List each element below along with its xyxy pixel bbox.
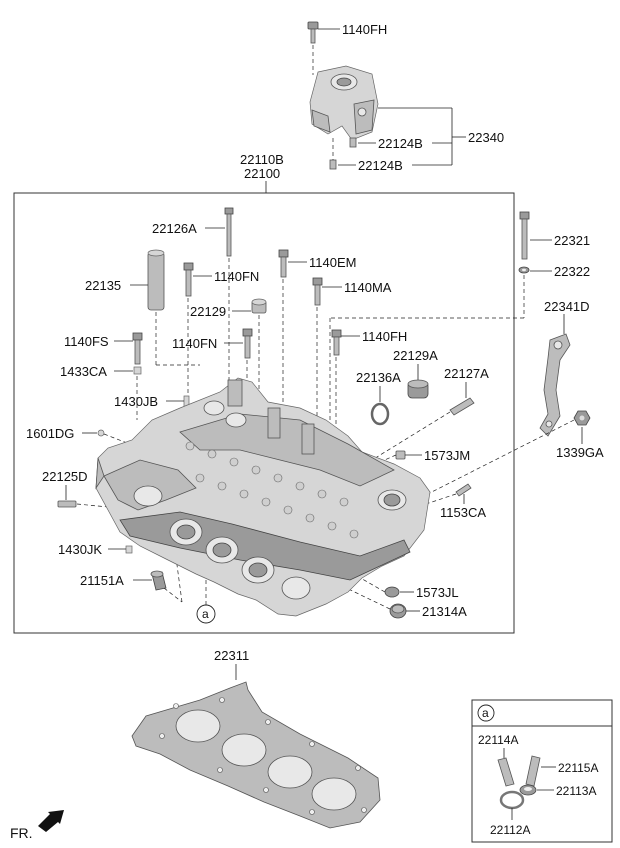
label-1339GA: 1339GA <box>556 445 604 460</box>
bolt-1140FN-lower[interactable] <box>242 328 253 359</box>
nut-1339GA[interactable] <box>573 410 591 426</box>
plug-21314A[interactable] <box>389 603 407 619</box>
plug-1601DG[interactable] <box>97 429 105 437</box>
front-arrow-icon <box>38 810 64 832</box>
cylinder-head-gasket-22311[interactable] <box>131 681 381 829</box>
label-22321: 22321 <box>554 233 590 248</box>
label-22341D: 22341D <box>544 299 590 314</box>
plug-22129[interactable] <box>251 298 267 314</box>
label-1140FH-top: 1140FH <box>342 22 387 37</box>
bolt-1140FN-upper[interactable] <box>183 262 194 297</box>
plug-1433CA[interactable] <box>133 366 142 375</box>
label-1140FN-lower: 1140FN <box>172 336 217 351</box>
sleeve-22135[interactable] <box>147 249 165 311</box>
pin-22127A[interactable] <box>449 397 475 416</box>
label-22125D: 22125D <box>42 469 88 484</box>
label-21314A: 21314A <box>422 604 467 619</box>
pin-22125D[interactable] <box>57 500 77 508</box>
label-22113A: 22113A <box>556 784 596 798</box>
ring-22136A[interactable] <box>370 402 390 426</box>
washer-22322[interactable] <box>518 266 530 274</box>
bolt-1140FH-side[interactable] <box>331 329 342 356</box>
plug-1573JL[interactable] <box>384 586 400 598</box>
label-1430JB: 1430JB <box>114 394 158 409</box>
label-22115A: 22115A <box>558 761 598 775</box>
label-22135: 22135 <box>85 278 121 293</box>
valve-seat-22113A[interactable] <box>519 784 537 796</box>
label-22127A: 22127A <box>444 366 489 381</box>
dowel-22124B-upper[interactable] <box>349 137 357 148</box>
bracket-22340[interactable] <box>309 65 379 141</box>
label-1140EM: 1140EM <box>309 255 356 270</box>
label-1573JL: 1573JL <box>416 585 459 600</box>
bolt-1140MA[interactable] <box>312 277 323 306</box>
valve-seat-22112A[interactable] <box>499 790 525 810</box>
bolt-1140FH-top[interactable] <box>307 21 319 44</box>
bolt-1140FS[interactable] <box>132 332 143 365</box>
callout-a-label: a <box>202 607 209 621</box>
label-22322: 22322 <box>554 264 590 279</box>
label-22136A: 22136A <box>356 370 401 385</box>
label-1140FH-side: 1140FH <box>362 329 407 344</box>
label-22100: 22100 <box>244 166 280 181</box>
label-22112A: 22112A <box>490 823 530 837</box>
label-22124B-lower: 22124B <box>358 158 403 173</box>
front-direction-label: FR. <box>10 825 33 841</box>
label-22124B-upper: 22124B <box>378 136 423 151</box>
bolt-22126A[interactable] <box>224 207 234 257</box>
plug-1573JM[interactable] <box>395 450 406 460</box>
valve-guide-22114A[interactable] <box>497 757 515 787</box>
valve-guide-22115A[interactable] <box>525 755 541 787</box>
label-1430JK: 1430JK <box>58 542 102 557</box>
label-22126A: 22126A <box>152 221 197 236</box>
label-22340: 22340 <box>468 130 504 145</box>
label-22129A: 22129A <box>393 348 438 363</box>
cylinder-head-frame <box>13 192 515 634</box>
detail-box-a <box>471 699 613 843</box>
pin-1153CA[interactable] <box>455 483 472 497</box>
stud-22321[interactable] <box>519 211 530 260</box>
bolt-1140EM[interactable] <box>278 249 289 278</box>
dowel-22124B-lower[interactable] <box>329 159 337 170</box>
detail-box-callout-a: a <box>482 706 489 720</box>
label-1433CA: 1433CA <box>60 364 107 379</box>
label-21151A: 21151A <box>80 573 124 588</box>
label-1573JM: 1573JM <box>424 448 470 463</box>
label-22129: 22129 <box>190 304 226 319</box>
label-1601DG: 1601DG <box>26 426 74 441</box>
label-1140FS: 1140FS <box>64 334 109 349</box>
plug-21151A[interactable] <box>150 570 167 591</box>
label-22114A: 22114A <box>478 733 518 747</box>
label-1153CA: 1153CA <box>440 505 486 520</box>
plug-22129A[interactable] <box>407 379 429 399</box>
pin-1430JK[interactable] <box>125 545 133 554</box>
hanger-22341D[interactable] <box>539 333 571 437</box>
label-22110B: 22110B <box>240 152 284 167</box>
cylinder-head[interactable] <box>95 377 431 617</box>
label-22311: 22311 <box>214 648 249 663</box>
label-1140FN-upper: 1140FN <box>214 269 259 284</box>
label-1140MA: 1140MA <box>344 280 392 295</box>
